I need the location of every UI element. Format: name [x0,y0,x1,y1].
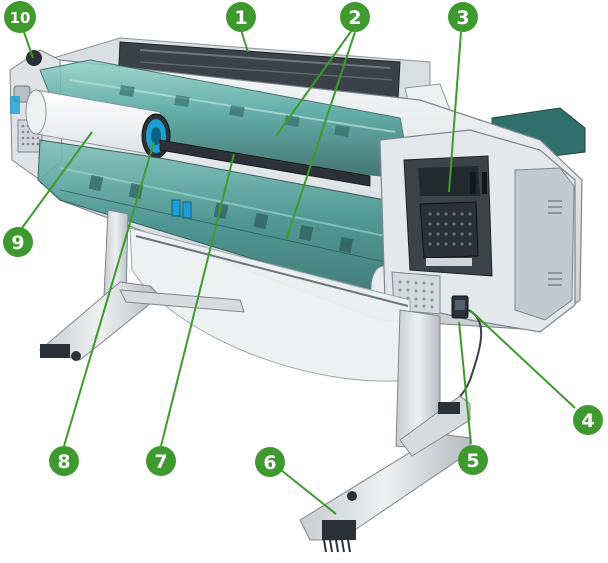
callout-label: 3 [456,7,469,29]
leader-lines [21,29,576,515]
callout-label: 7 [154,451,167,473]
callout-label: 9 [11,232,24,254]
callout-label: 4 [581,410,594,432]
callout-label: 10 [10,9,31,27]
leader-3 [448,31,462,193]
callout-label: 2 [348,7,361,29]
callout-2: 2 [340,2,370,32]
callout-4: 4 [573,405,603,435]
callout-3: 3 [448,2,478,32]
side-cover [514,167,575,321]
callout-label: 6 [263,452,276,474]
callout-label: 5 [466,450,479,472]
leader-2b [285,31,356,241]
leader-1 [240,29,249,53]
callout-5: 5 [458,445,488,475]
callout-6: 6 [255,447,285,477]
printer-illustration [9,37,586,553]
callout-9: 9 [3,227,33,257]
callout-label: 1 [234,7,247,29]
callout-8: 8 [49,446,79,476]
spindle [159,139,371,187]
power-switch [455,300,465,310]
leader-10 [23,31,34,59]
leader-2a [275,29,353,137]
leader-4 [469,309,576,409]
leader-8 [63,141,155,447]
leader-5 [458,321,472,445]
castor-wheel [322,491,357,553]
callouts: 1 2 3 4 5 6 7 8 [3,1,603,477]
callout-label: 8 [57,451,70,473]
callout-1: 1 [226,2,256,32]
connector-panel [419,201,479,259]
leader-7 [160,153,235,447]
callout-10: 10 [4,1,36,33]
leader-9 [21,131,93,229]
callout-7: 7 [146,446,176,476]
